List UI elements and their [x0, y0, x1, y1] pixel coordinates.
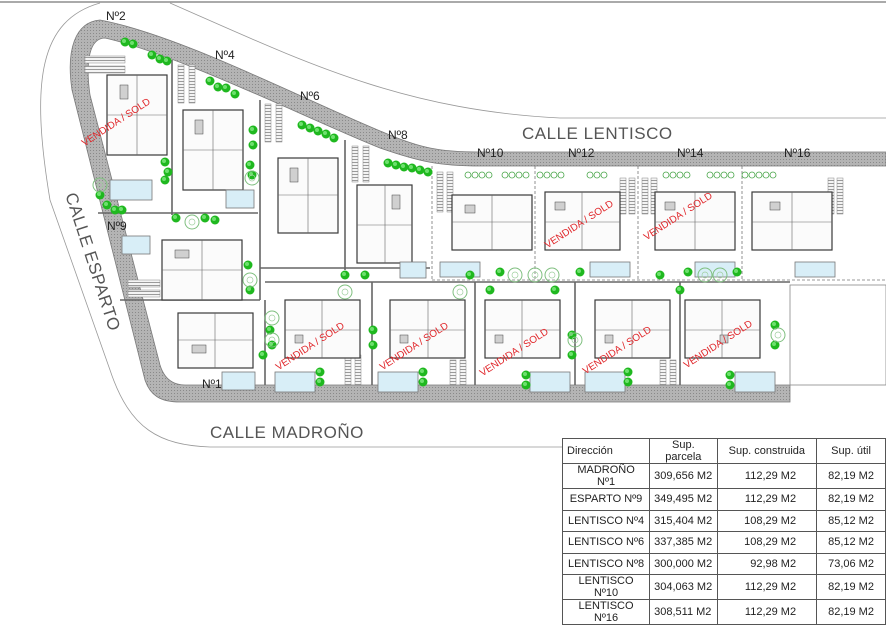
outer-curb-line — [40, 2, 886, 448]
table-row: ESPARTO Nº9 349,495 M2 112,29 M2 82,19 M… — [561, 488, 886, 511]
cell-util: 85,12 M2 — [816, 531, 886, 554]
table-row: MADROÑO Nº1 309,656 M2 112,29 M2 82,19 M… — [561, 463, 886, 489]
lot-number-16: Nº16 — [784, 146, 811, 160]
lot-number-10: Nº10 — [477, 146, 504, 160]
lot-number-4: Nº4 — [215, 48, 235, 62]
cell-parcela: 304,063 M2 — [649, 574, 718, 600]
cell-construida: 92,98 M2 — [716, 552, 818, 575]
cell-construida: 108,29 M2 — [716, 531, 818, 554]
table-row: LENTISCO Nº10 304,063 M2 112,29 M2 82,19… — [561, 574, 886, 600]
lot-number-12: Nº12 — [568, 146, 595, 160]
lot-number-9: Nº9 — [107, 219, 127, 233]
cell-parcela: 300,000 M2 — [649, 552, 718, 575]
cell-construida: 108,29 M2 — [716, 509, 818, 532]
cell-util: 82,19 M2 — [816, 463, 886, 489]
cell-parcela: 309,656 M2 — [649, 463, 718, 489]
cell-construida: 112,29 M2 — [716, 599, 818, 625]
lot-number-14: Nº14 — [677, 146, 704, 160]
street-label-madrono: CALLE MADROÑO — [210, 423, 364, 442]
cell-construida: 112,29 M2 — [716, 488, 818, 511]
table-row: LENTISCO Nº6 337,385 M2 108,29 M2 85,12 … — [561, 531, 886, 554]
pools — [109, 179, 836, 393]
lot-number-2: Nº2 — [106, 9, 126, 23]
header-sup-util: Sup. útil — [816, 438, 886, 464]
cell-direccion: LENTISCO Nº4 — [561, 509, 651, 532]
cell-construida: 112,29 M2 — [716, 463, 818, 489]
table-row: LENTISCO Nº8 300,000 M2 92,98 M2 73,06 M… — [561, 552, 886, 575]
table-row: LENTISCO Nº16 308,511 M2 112,29 M2 82,19… — [561, 599, 886, 625]
site-plan — [0, 1, 886, 448]
lot-number-8: Nº8 — [388, 128, 408, 142]
cell-util: 82,19 M2 — [816, 488, 886, 511]
cell-direccion: ESPARTO Nº9 — [561, 488, 651, 511]
cell-util: 82,19 M2 — [816, 599, 886, 625]
lot-number-6: Nº6 — [300, 89, 320, 103]
cell-direccion: LENTISCO Nº8 — [561, 552, 651, 575]
table-header-row: Dirección Sup. parcela Sup. construida S… — [561, 438, 886, 464]
cell-construida: 112,29 M2 — [716, 574, 818, 600]
table-row: LENTISCO Nº4 315,404 M2 108,29 M2 85,12 … — [561, 509, 886, 532]
area-table: Dirección Sup. parcela Sup. construida S… — [561, 438, 886, 625]
lot-number-1: Nº1 — [202, 377, 222, 391]
header-direccion: Dirección — [561, 438, 651, 464]
cell-util: 73,06 M2 — [816, 552, 886, 575]
cell-parcela: 315,404 M2 — [649, 509, 718, 532]
cell-util: 82,19 M2 — [816, 574, 886, 600]
cell-direccion: LENTISCO Nº10 — [561, 574, 651, 600]
cell-util: 85,12 M2 — [816, 509, 886, 532]
cell-direccion: LENTISCO Nº16 — [561, 599, 651, 625]
cell-parcela: 308,511 M2 — [649, 599, 718, 625]
header-sup-construida: Sup. construida — [716, 438, 818, 464]
street-label-lentisco: CALLE LENTISCO — [522, 124, 673, 143]
cell-parcela: 349,495 M2 — [649, 488, 718, 511]
parking-areas — [84, 55, 844, 386]
header-sup-parcela: Sup. parcela — [649, 438, 718, 464]
houses — [106, 74, 833, 369]
cell-direccion: MADROÑO Nº1 — [561, 463, 651, 489]
cell-direccion: LENTISCO Nº6 — [561, 531, 651, 554]
road-ring — [69, 19, 886, 403]
cell-parcela: 337,385 M2 — [649, 531, 718, 554]
